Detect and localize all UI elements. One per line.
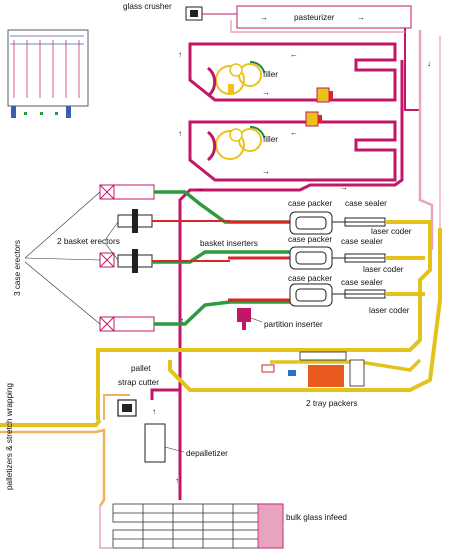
laser-coder-2-label: laser coder: [363, 265, 404, 274]
case-packer-3-label: case packer: [288, 274, 332, 283]
svg-text:→: →: [262, 167, 270, 176]
depalletizer: depalletizer: [144, 423, 228, 463]
case-sealer-1-label: case sealer: [345, 199, 387, 208]
pallet-strap-cutter: pallet strap cutter: [117, 364, 159, 417]
svg-text:←: ←: [290, 128, 298, 137]
partition-inserter-label: partition inserter: [264, 320, 323, 329]
partition-inserter: partition inserter: [237, 308, 323, 330]
depalletizer-label: depalletizer: [186, 449, 228, 458]
basket-erectors: 2 basket erectors: [57, 209, 153, 273]
case-erectors: [99, 184, 155, 332]
outfeed-conveyors: [0, 220, 442, 507]
svg-text:↓: ↓: [427, 59, 431, 68]
svg-text:→: →: [340, 183, 348, 192]
svg-text:↑: ↑: [178, 129, 182, 138]
svg-text:↑: ↑: [175, 476, 179, 485]
flow-arrow: →: [260, 13, 268, 22]
basket-erectors-label: 2 basket erectors: [57, 237, 120, 246]
glass-crusher: glass crusher: [123, 2, 203, 21]
bulk-glass-infeed-label: bulk glass infeed: [286, 513, 347, 522]
laser-coder-1-label: laser coder: [371, 227, 412, 236]
filler-bottom: filler: [206, 111, 322, 162]
strap-cutter-label: strap cutter: [118, 378, 159, 387]
bulk-glass-infeed: [99, 503, 284, 549]
tray-packers: 2 tray packers: [261, 351, 365, 408]
tray-packers-label: 2 tray packers: [306, 399, 357, 408]
svg-text:→: →: [262, 88, 270, 97]
flow-arrow: →: [357, 13, 365, 22]
flow-arrows: ↑ ↑ ← ← → → → → ↓ ↑ ↑ ↑: [152, 50, 431, 485]
case-erectors-label: 3 case erectors: [13, 240, 22, 296]
packer-infeed-conveyors: [152, 190, 290, 326]
case-packer-2-label: case packer: [288, 235, 332, 244]
svg-text:↑: ↑: [178, 50, 182, 59]
case-sealer-2-label: case sealer: [341, 237, 383, 246]
glass-crusher-label: glass crusher: [123, 2, 172, 11]
case-packers: [289, 211, 333, 307]
basket-inserters-label: basket inserters: [200, 239, 258, 248]
svg-text:↑: ↑: [152, 407, 156, 416]
svg-text:←: ←: [290, 50, 298, 59]
pallet-label: pallet: [131, 364, 151, 373]
filler-top: filler: [206, 61, 333, 103]
pasteurizer-label: pasteurizer: [294, 13, 335, 22]
svg-text:↑: ↑: [180, 316, 184, 325]
case-packer-1-label: case packer: [288, 199, 332, 208]
filler-bottom-label: filler: [263, 135, 278, 144]
filler-top-label: filler: [263, 70, 278, 79]
legend-box: [7, 29, 89, 118]
laser-coder-3-label: laser coder: [369, 306, 410, 315]
pasteurizer: pasteurizer → →: [202, 5, 412, 29]
svg-text:→: →: [196, 184, 204, 193]
case-sealer-3-label: case sealer: [341, 278, 383, 287]
palletizers-label: palletizers & stretch wrapping: [5, 383, 14, 490]
case-erector-leader-lines: [24, 191, 101, 325]
